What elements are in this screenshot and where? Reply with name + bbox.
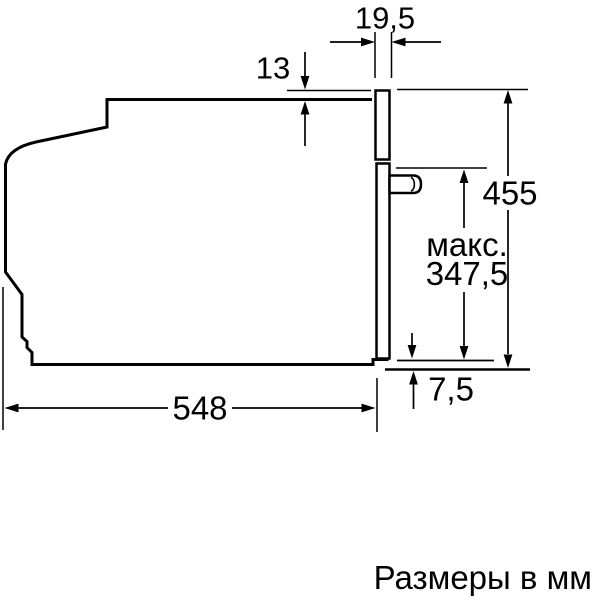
dim-top-overhang — [287, 52, 371, 146]
label-bottom-clearance: 7,5 — [428, 370, 474, 408]
units-note: Размеры в мм — [373, 559, 592, 596]
arrowhead-up — [409, 371, 418, 385]
label-depth: 548 — [172, 389, 228, 427]
arrowhead-left — [391, 37, 406, 47]
oven-body-outline — [4, 98, 389, 366]
dim-panel-thickness — [330, 32, 441, 78]
niche-lines — [385, 88, 530, 371]
arrowhead-down — [503, 354, 513, 368]
oven-body — [4, 98, 389, 366]
dim-bottom-clearance — [407, 333, 418, 409]
arrowhead-up — [300, 101, 310, 115]
arrowhead-down — [407, 345, 417, 359]
oven-door — [375, 162, 391, 360]
arrowhead-right — [361, 403, 376, 413]
arrowhead-down — [300, 76, 310, 90]
label-max-height: макс. 347,5 — [426, 228, 509, 290]
label-niche-height: 455 — [482, 174, 538, 212]
oven-front — [374, 89, 423, 360]
label-top-overhang: 13 — [255, 50, 291, 86]
arrowhead-up — [503, 90, 513, 104]
arrowhead-left — [4, 403, 19, 413]
dim-depth — [2, 287, 378, 432]
arrowhead-right — [361, 37, 375, 47]
door-handle — [388, 174, 423, 195]
label-max-value: 347,5 — [425, 255, 509, 292]
extension-line — [374, 32, 393, 78]
arrowhead-down — [459, 346, 469, 360]
label-max-prefix: макс. — [426, 226, 508, 263]
arrowhead-up — [459, 169, 469, 183]
control-panel — [374, 89, 391, 161]
door-handle-cap-line — [410, 176, 416, 192]
label-panel-thickness: 19,5 — [354, 0, 416, 36]
dim-max-height — [396, 167, 487, 360]
dim-niche-height — [503, 90, 513, 368]
